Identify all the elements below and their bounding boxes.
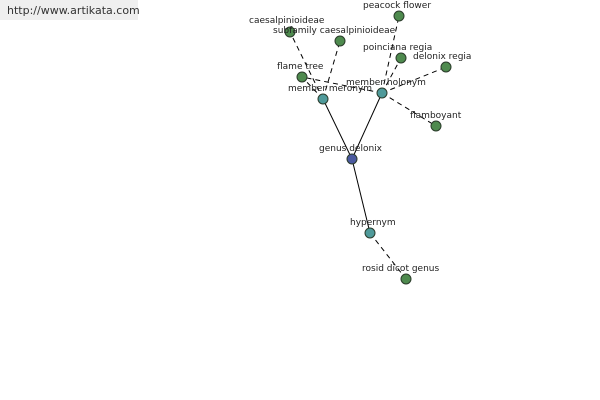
- node-hypernym[interactable]: hypernym: [350, 218, 396, 239]
- node-label-delonix-regia[interactable]: delonix regia: [413, 52, 471, 62]
- node-rosid-dicot-genus[interactable]: rosid dicot genus: [362, 264, 439, 285]
- node-center[interactable]: genus delonix: [319, 144, 383, 165]
- node-label-flame-tree[interactable]: flame tree: [277, 62, 324, 72]
- edge-member-holonym-to-flame-tree: [301, 76, 383, 94]
- node-caesalpinioideae[interactable]: caesalpinioideae: [249, 16, 325, 38]
- edge-member-holonym-to-delonix-regia: [381, 66, 447, 94]
- node-delonix-regia[interactable]: delonix regia: [413, 52, 471, 73]
- node-label-member-meronym[interactable]: member meronym: [288, 84, 372, 94]
- edge-member-holonym-to-poinciana-regia: [381, 57, 402, 94]
- node-flame-tree[interactable]: flame tree: [277, 62, 324, 83]
- edge-center-to-member-holonym: [351, 92, 383, 160]
- node-marker-center[interactable]: [346, 153, 358, 165]
- edge-member-meronym-to-subfamily-caesalpinioideae: [322, 40, 341, 100]
- node-label-center[interactable]: genus delonix: [319, 144, 383, 154]
- url-banner: http://www.artikata.com: [0, 0, 140, 20]
- node-label-flamboyant[interactable]: flamboyant: [410, 111, 462, 121]
- node-flamboyant[interactable]: flamboyant: [410, 111, 462, 132]
- edge-member-holonym-to-flamboyant: [381, 92, 437, 127]
- node-label-caesalpinioideae[interactable]: caesalpinioideae: [249, 16, 325, 26]
- edge-center-to-member-meronym: [322, 98, 353, 160]
- node-marker-flame-tree[interactable]: [296, 71, 308, 83]
- node-marker-peacock-flower[interactable]: [393, 10, 405, 22]
- node-poinciana-regia[interactable]: poinciana regia: [363, 43, 432, 64]
- edge-center-to-hypernym: [351, 158, 371, 234]
- edge-hypernym-to-rosid-dicot-genus: [369, 232, 407, 280]
- node-peacock-flower[interactable]: peacock flower: [363, 1, 431, 22]
- node-marker-member-meronym[interactable]: [317, 93, 329, 105]
- node-marker-hypernym[interactable]: [364, 227, 376, 239]
- node-label-peacock-flower[interactable]: peacock flower: [363, 1, 431, 11]
- node-subfamily-caesalpinioideae[interactable]: subfamily caesalpinioideae: [273, 26, 396, 47]
- site-url[interactable]: http://www.artikata.com: [7, 4, 140, 17]
- node-marker-flamboyant[interactable]: [430, 120, 442, 132]
- edge-member-holonym-to-peacock-flower: [381, 15, 400, 94]
- node-member-meronym[interactable]: member meronym: [288, 84, 372, 105]
- node-marker-subfamily-caesalpinioideae[interactable]: [334, 35, 346, 47]
- node-label-subfamily-caesalpinioideae[interactable]: subfamily caesalpinioideae: [273, 26, 396, 36]
- node-label-member-holonym[interactable]: member holonym: [346, 78, 426, 88]
- node-marker-delonix-regia[interactable]: [440, 61, 452, 73]
- edge-layer: [289, 15, 447, 280]
- node-label-hypernym[interactable]: hypernym: [350, 218, 396, 228]
- node-marker-poinciana-regia[interactable]: [395, 52, 407, 64]
- node-marker-member-holonym[interactable]: [376, 87, 388, 99]
- node-marker-rosid-dicot-genus[interactable]: [400, 273, 412, 285]
- node-label-poinciana-regia[interactable]: poinciana regia: [363, 43, 432, 53]
- edge-member-meronym-to-caesalpinioideae: [289, 31, 324, 100]
- node-label-rosid-dicot-genus[interactable]: rosid dicot genus: [362, 264, 439, 274]
- node-marker-caesalpinioideae[interactable]: [284, 26, 296, 38]
- node-member-holonym[interactable]: member holonym: [346, 78, 426, 99]
